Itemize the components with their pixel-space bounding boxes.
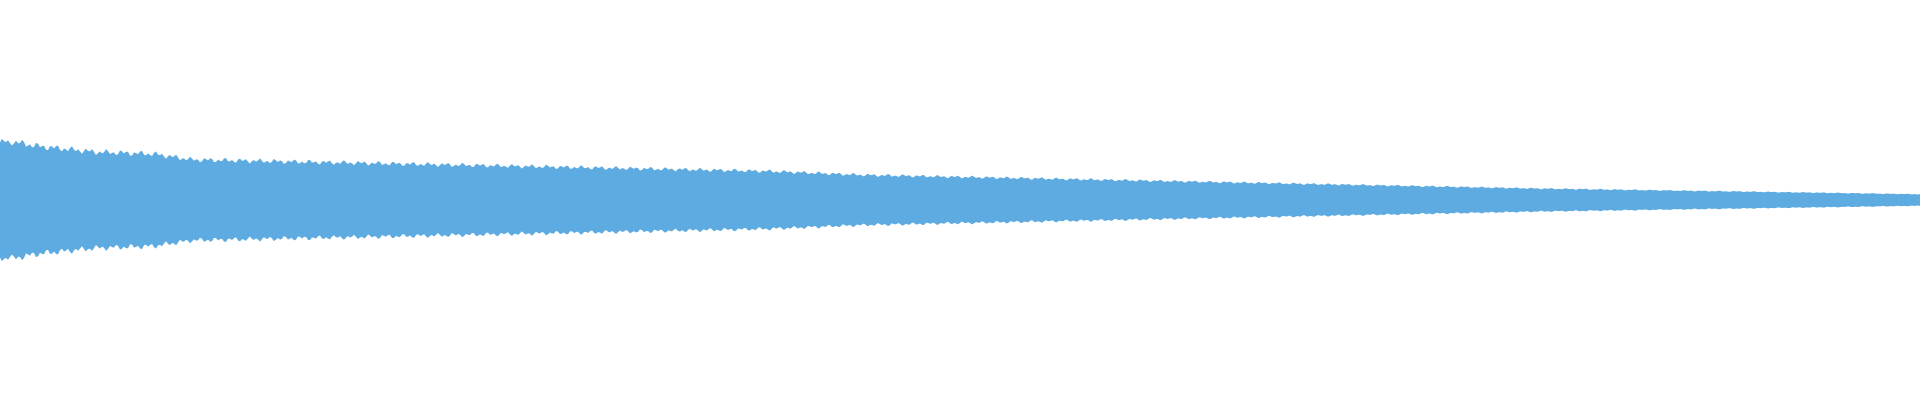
waveform-shape [0,138,1920,262]
